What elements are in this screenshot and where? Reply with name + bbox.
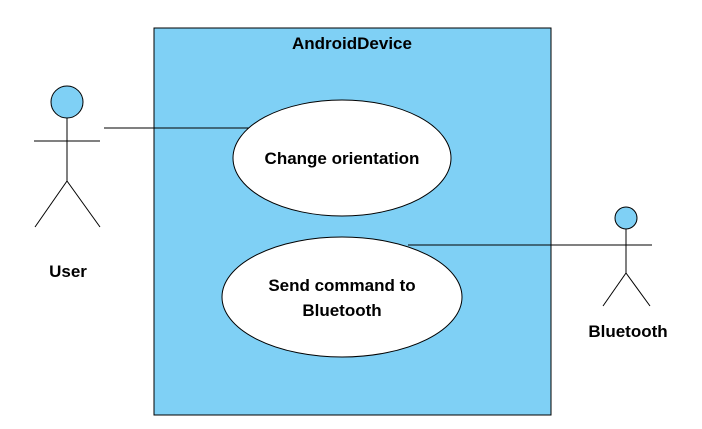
actor-right-leg (625, 272, 651, 307)
use-case-label-line-2: Bluetooth (302, 301, 381, 320)
use-case-label-line-1: Send command to (268, 276, 415, 295)
use-case-change-orientation[interactable]: Change orientation (232, 99, 452, 217)
use-case-send-command[interactable]: Send command to Bluetooth (221, 236, 463, 358)
actor-head (614, 206, 638, 230)
use-case-ellipse (221, 236, 463, 358)
use-case-ellipse (232, 99, 452, 217)
actor-bluetooth[interactable]: Bluetooth (588, 206, 668, 341)
actor-user[interactable]: User (34, 85, 101, 281)
actor-right-leg (66, 180, 101, 228)
actor-head (50, 85, 84, 119)
system-title: AndroidDevice (292, 34, 412, 53)
use-case-label: Change orientation (265, 149, 420, 168)
actor-left-leg (34, 180, 68, 228)
actor-label: Bluetooth (588, 322, 667, 341)
actor-label: User (49, 262, 87, 281)
actor-left-leg (602, 272, 627, 307)
